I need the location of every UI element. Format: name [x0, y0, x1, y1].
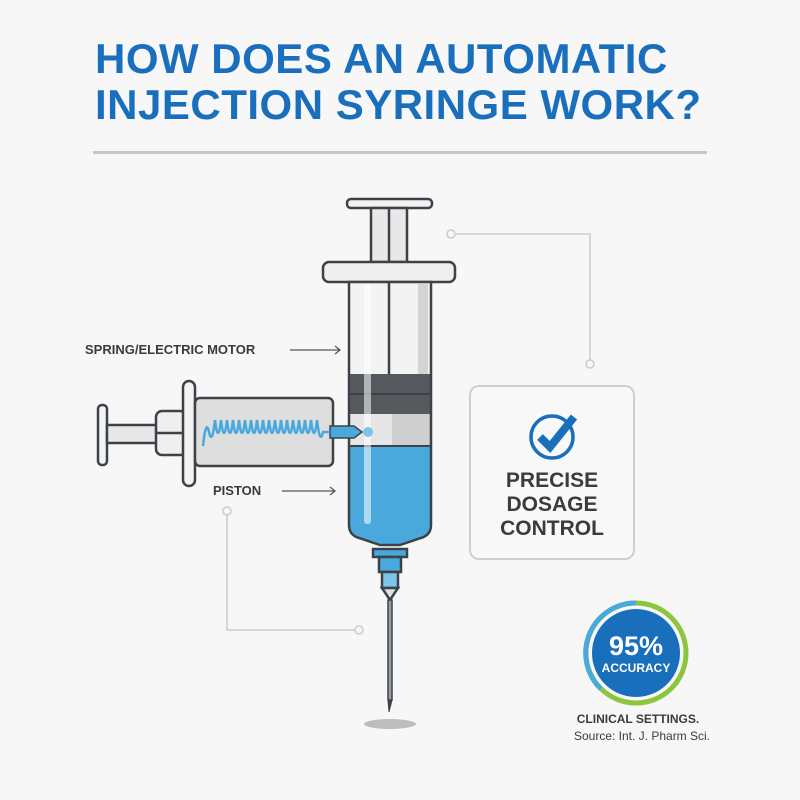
connector-lines — [222, 229, 595, 635]
needle-icon — [371, 547, 409, 713]
label-spring-motor: SPRING/ELECTRIC MOTOR — [85, 342, 256, 357]
plunger-icon — [321, 197, 457, 284]
accuracy-caption: ACCURACY — [601, 661, 671, 675]
feature-text: PRECISE DOSAGE CONTROL — [471, 469, 633, 541]
accuracy-badge: 95% ACCURACY — [583, 600, 689, 706]
page-title: HOW DOES AN AUTOMATIC INJECTION SYRINGE … — [95, 36, 735, 128]
stat-context: CLINICAL SETTINGS. — [576, 712, 700, 726]
feature-line-1: PRECISE — [505, 469, 599, 492]
accuracy-ring-icon — [583, 600, 689, 706]
label-piston: PISTON — [213, 483, 262, 498]
title-line-1: HOW DOES AN AUTOMATIC — [95, 35, 668, 82]
title-line-2: INJECTION SYRINGE WORK? — [95, 81, 702, 128]
feature-card: PRECISE DOSAGE CONTROL — [469, 385, 635, 560]
spring-mechanism-icon — [96, 379, 373, 488]
needle-shadow — [364, 719, 416, 729]
syringe-barrel-icon — [347, 280, 433, 547]
feature-line-2: DOSAGE — [506, 493, 598, 516]
accuracy-value: 95% — [608, 631, 664, 661]
check-circle-icon — [529, 414, 578, 460]
label-arrows — [282, 345, 342, 496]
title-divider — [93, 151, 707, 154]
spring-coil-icon — [201, 419, 330, 447]
stat-source: Source: Int. J. Pharm Sci. — [573, 729, 711, 743]
feature-line-3: CONTROL — [500, 517, 604, 540]
